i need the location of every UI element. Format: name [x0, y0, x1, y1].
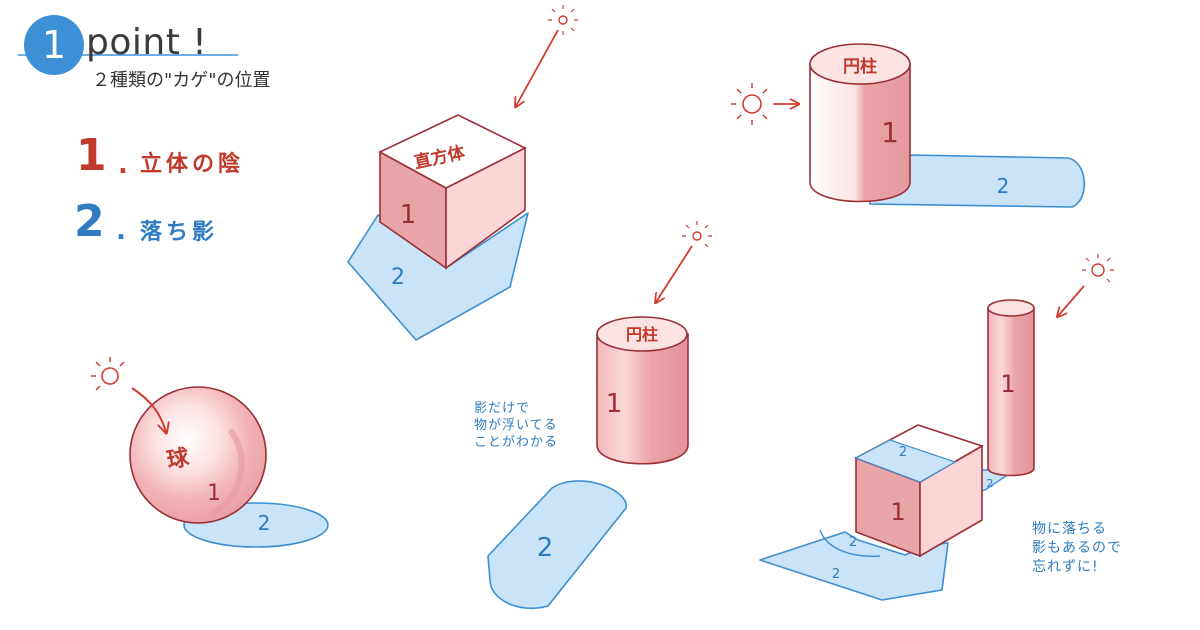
cylinder-shadow-number: 2 [997, 174, 1010, 198]
legend-1-label: 立体の陰 [140, 152, 245, 177]
page-subtitle: ２種類の"カゲ"の位置 [92, 70, 271, 91]
sun-icon [742, 94, 762, 114]
cube-figure: 直方体 1 2 [347, 114, 529, 341]
cube-shadow-number: 2 [391, 265, 405, 290]
note-floating: 影だけで 物が浮いてる ことがわかる [474, 401, 559, 450]
legend-1-number: 1 [76, 130, 107, 181]
floating-shade-number: 1 [606, 389, 623, 419]
floating-cast-shadow [487, 480, 627, 610]
pole-top [987, 299, 1035, 317]
cylinder-top-right: 円柱 1 2 [809, 43, 1086, 208]
legend-2-label: 落ち影 [140, 220, 219, 245]
ground-shadow-number-b: 2 [832, 567, 840, 582]
note-remember: 物に落ちる 影もあるので 忘れずに! [1032, 521, 1122, 575]
cube-pole-sun [1058, 254, 1114, 316]
sun-icon [558, 15, 568, 25]
legend-1-dot: . [118, 150, 128, 180]
floating-cylinder-top-label: 円柱 [626, 325, 658, 344]
cylinder-top-ellipse [809, 43, 911, 85]
sphere-body [129, 386, 267, 524]
sun-icon [101, 367, 119, 385]
light-arrow-icon [516, 29, 559, 106]
floating-cylinder-body [596, 333, 689, 465]
sphere-sun [91, 357, 166, 432]
cylinder-sun [731, 83, 798, 125]
badge-circle [24, 15, 84, 75]
sphere-shade-number: 1 [207, 481, 221, 506]
pole-shadow-number: 2 [987, 477, 994, 490]
cube-sun [516, 5, 578, 106]
sphere-figure: 球 1 2 [129, 386, 329, 548]
page-title: point ! [86, 22, 208, 63]
badge-number: 1 [42, 23, 66, 67]
floating-shadow-number: 2 [537, 533, 554, 563]
cylinder-cast-shadow [867, 154, 1086, 208]
light-arrow-icon [1058, 285, 1085, 316]
cube-and-pole: 1 1 2 2 2 2 [759, 299, 1035, 601]
box-shade-number: 1 [890, 498, 905, 526]
box-top-shadow-number: 2 [899, 445, 907, 460]
title-badge: 1 [18, 15, 238, 75]
box-top-shadow [854, 439, 957, 483]
legend-2-dot: . [116, 216, 126, 246]
floating-cylinder: 円柱 1 2 [487, 316, 689, 610]
cylinder-shade-number: 1 [881, 116, 899, 149]
pole-shade-number: 1 [1000, 370, 1015, 398]
floating-cylinder-top [596, 316, 688, 352]
sphere-shadow-number: 2 [258, 511, 271, 535]
light-arrow-icon [656, 245, 693, 302]
cube-shade-number: 1 [400, 200, 417, 230]
pole-body [987, 307, 1035, 477]
cube-top-face [378, 114, 527, 189]
cylinder-body [809, 63, 911, 203]
legend-2-number: 2 [74, 196, 105, 247]
light-arrow-icon [131, 387, 166, 432]
sun-icon [1091, 263, 1105, 277]
sphere-label: 球 [165, 445, 192, 474]
floating-sun [656, 221, 712, 302]
cylinder-top-label: 円柱 [843, 56, 877, 77]
sun-icon [692, 231, 702, 241]
ground-shadow-number-a: 2 [849, 535, 857, 550]
